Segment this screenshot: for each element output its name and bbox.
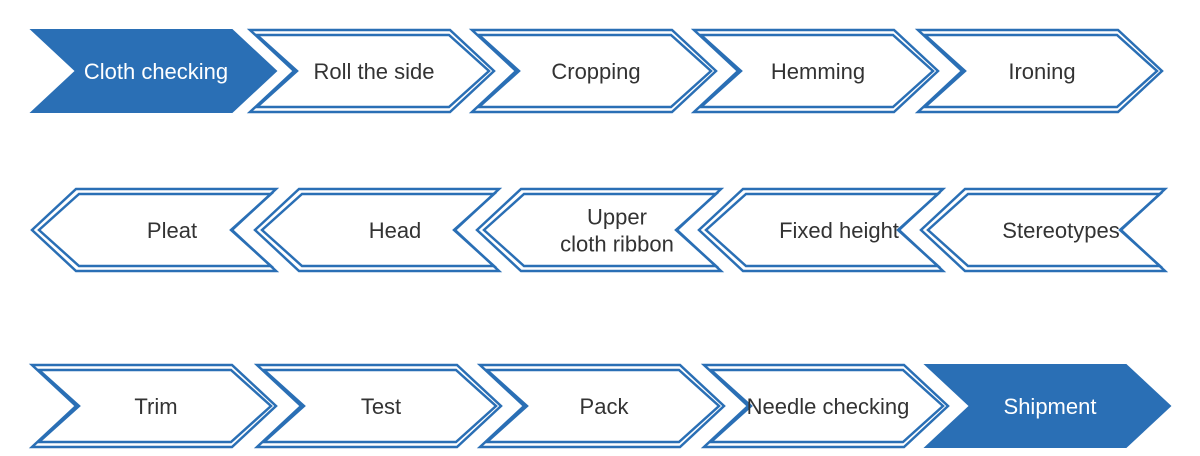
process-step-stereotypes: Stereotypes: [919, 187, 1169, 273]
step-label-line: Cloth checking: [84, 59, 228, 84]
chevron-outer-outline: [919, 187, 1169, 273]
step-label-line: Needle checking: [747, 394, 910, 419]
chevron-outer-outline: [475, 187, 725, 273]
chevron-outer-outline: [30, 187, 280, 273]
process-step-pleat: Pleat: [30, 187, 280, 273]
chevron-inner-outline: [707, 368, 945, 444]
step-label: Roll the side: [313, 59, 434, 84]
process-step-trim: Trim: [28, 363, 278, 449]
chevron-outer-outline: [914, 28, 1164, 114]
chevron-outer-outline: [253, 363, 503, 449]
step-label-line: Head: [369, 218, 422, 243]
step-label-line: Cropping: [551, 59, 640, 84]
step-label: Head: [369, 218, 422, 243]
chevron-inner-outline: [253, 33, 491, 109]
chevron-inner-outline: [697, 33, 935, 109]
process-step-roll-the-side: Roll the side: [246, 28, 496, 114]
chevron-inner-outline: [926, 192, 1164, 268]
process-step-needle-checking: Needle checking: [700, 363, 950, 449]
step-label: Shipment: [1004, 394, 1097, 419]
step-label-line: Stereotypes: [1002, 218, 1119, 243]
process-step-cloth-checking: Cloth checking: [29, 29, 278, 113]
step-label-line: cloth ribbon: [560, 232, 674, 257]
chevron-inner-outline: [260, 192, 498, 268]
step-label-line: Ironing: [1008, 59, 1075, 84]
step-label: Needle checking: [747, 394, 910, 419]
process-row-3: Trim Test Pack Needle checking Shipment: [28, 363, 1172, 449]
step-label-line: Trim: [134, 394, 177, 419]
step-label-line: Pack: [580, 394, 630, 419]
step-label-line: Upper: [587, 205, 647, 230]
chevron-inner-outline: [35, 368, 273, 444]
chevron-outer-outline: [476, 363, 726, 449]
chevron-outer-outline: [690, 28, 940, 114]
chevron-inner-outline: [921, 33, 1159, 109]
step-label: Ironing: [1008, 59, 1075, 84]
chevron-outer-outline: [700, 363, 950, 449]
step-label: Cloth checking: [84, 59, 228, 84]
step-label: Trim: [134, 394, 177, 419]
process-step-ironing: Ironing: [914, 28, 1164, 114]
process-step-pack: Pack: [476, 363, 726, 449]
step-label-line: Test: [361, 394, 401, 419]
process-step-test: Test: [253, 363, 503, 449]
step-label-line: Roll the side: [313, 59, 434, 84]
process-step-head: Head: [253, 187, 503, 273]
step-label-line: Shipment: [1004, 394, 1097, 419]
chevron-inner-outline: [704, 192, 942, 268]
chevron-inner-outline: [482, 192, 720, 268]
process-step-shipment: Shipment: [923, 364, 1172, 448]
process-row-1: Cloth checking Roll the side Cropping Hemmi…: [29, 28, 1164, 114]
chevron-outer-outline: [697, 187, 947, 273]
chevron-inner-outline: [475, 33, 713, 109]
step-label: Pleat: [147, 218, 197, 243]
step-label-line: Pleat: [147, 218, 197, 243]
chevron-outer-outline: [28, 363, 278, 449]
process-step-cropping: Cropping: [468, 28, 718, 114]
chevron-outer-outline: [253, 187, 503, 273]
process-step-fixed-height: Fixed height: [697, 187, 947, 273]
chevron-shape: [29, 29, 278, 113]
step-label-line: Fixed height: [779, 218, 899, 243]
step-label: Stereotypes: [1002, 218, 1119, 243]
chevron-inner-outline: [37, 192, 275, 268]
step-label: Pack: [580, 394, 630, 419]
chevron-shape: [923, 364, 1172, 448]
chevron-outer-outline: [246, 28, 496, 114]
process-step-hemming: Hemming: [690, 28, 940, 114]
step-label: Fixed height: [779, 218, 899, 243]
chevron-inner-outline: [260, 368, 498, 444]
chevron-inner-outline: [483, 368, 721, 444]
chevron-outer-outline: [468, 28, 718, 114]
step-label: Cropping: [551, 59, 640, 84]
step-label-line: Hemming: [771, 59, 865, 84]
step-label: Test: [361, 394, 401, 419]
step-label: Hemming: [771, 59, 865, 84]
